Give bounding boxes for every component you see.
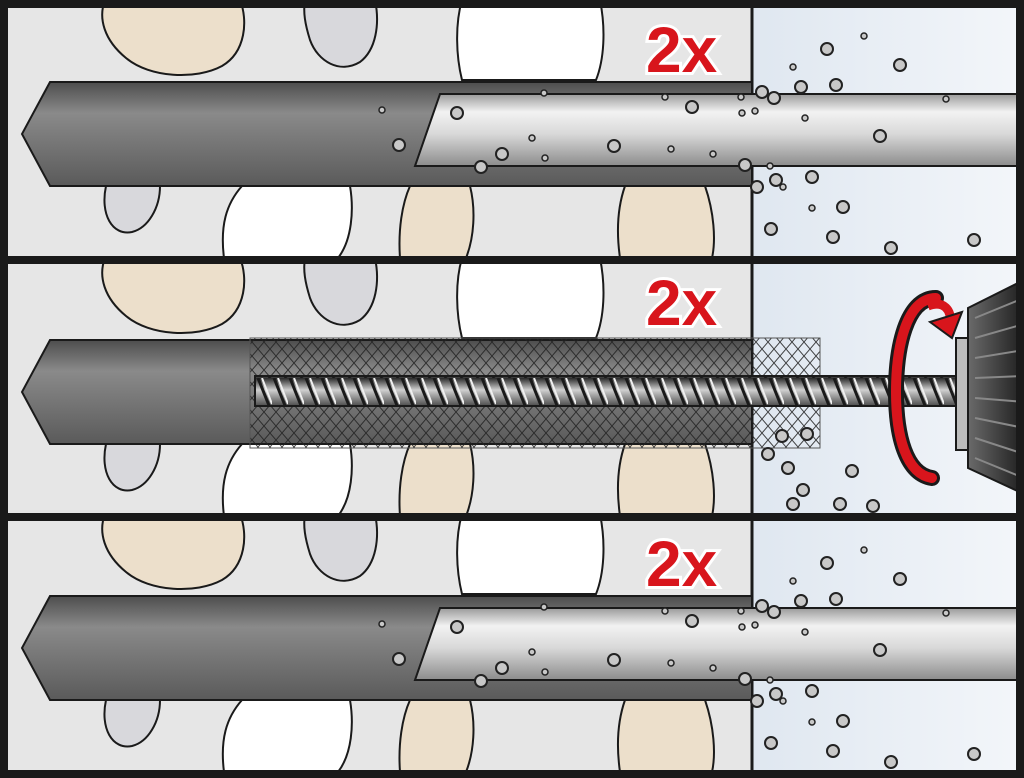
- panel-divider: [0, 256, 1024, 264]
- panel-2-brush-out: 2x: [0, 256, 1024, 518]
- repeat-count-label: 2x: [646, 528, 718, 600]
- rotate-icon: [887, 290, 964, 486]
- drill-chuck-icon: [955, 278, 1024, 496]
- panel-divider: [0, 513, 1024, 521]
- debris-particles: [761, 427, 880, 513]
- repeat-count-label: 2x: [646, 267, 718, 339]
- repeat-count-label: 2x: [646, 14, 718, 86]
- cleaning-brush-icon: [249, 337, 976, 449]
- panel-3-blow-out: 2x: [0, 512, 1024, 774]
- panel-1-blow-out: 2x: [0, 0, 1024, 260]
